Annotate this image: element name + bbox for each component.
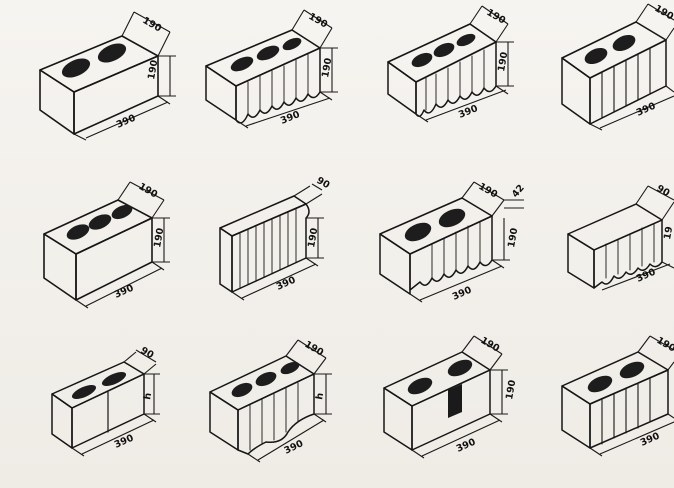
dim-side: 190	[306, 227, 320, 249]
block-r2c2: 90 190 390	[219, 175, 332, 301]
dim-top: 190	[137, 181, 160, 201]
dim-length: 390	[282, 438, 305, 457]
dim-top: 190	[307, 11, 330, 31]
block-r1c4: 190 390	[561, 3, 674, 131]
dim-side: h	[142, 392, 154, 401]
dim-length: 390	[113, 282, 136, 300]
dim-side: 190	[320, 57, 334, 79]
dim-side: h	[314, 392, 326, 401]
dim-length: 390	[457, 103, 480, 121]
dim-top: 190	[477, 181, 500, 201]
dim-top: 190	[141, 15, 164, 35]
dim-top: 190	[653, 3, 674, 23]
dim-length: 390	[635, 100, 658, 118]
block-r3c1: 90 h 390	[51, 345, 160, 457]
dim-side: 19	[662, 226, 674, 241]
block-r1c3: 190 190 390	[387, 5, 514, 123]
block-r3c2: 190 h 390	[209, 339, 332, 463]
dim-length: 390	[635, 266, 658, 284]
dim-side: 190	[146, 59, 160, 81]
dim-side: 190	[504, 379, 518, 401]
block-r2c1: 190 190 390	[43, 181, 170, 309]
dim-top: 90	[315, 175, 332, 191]
dim-top: 90	[139, 345, 156, 361]
block-r2c3: 190 42 190 390	[379, 181, 527, 303]
dim-length: 390	[451, 284, 474, 302]
dim-side: 190	[496, 51, 510, 73]
dim-extra: 42	[510, 183, 527, 200]
dim-top: 190	[655, 335, 674, 355]
dim-side: 190	[152, 227, 166, 249]
dim-top: 190	[485, 7, 508, 27]
block-r1c2: 190 190 390	[205, 9, 338, 129]
dim-side: 190	[506, 227, 520, 249]
dim-length: 390	[113, 432, 136, 450]
dim-length: 390	[115, 112, 138, 130]
dim-length: 390	[279, 109, 302, 127]
block-r3c3: 190 190 390	[383, 335, 518, 459]
dim-length: 390	[275, 274, 298, 292]
block-r2c4: 90 19 390	[567, 183, 674, 291]
block-r1c1: 190 190 390	[39, 11, 176, 141]
block-r3c4: 190 390	[561, 335, 674, 457]
dim-length: 390	[639, 430, 662, 448]
